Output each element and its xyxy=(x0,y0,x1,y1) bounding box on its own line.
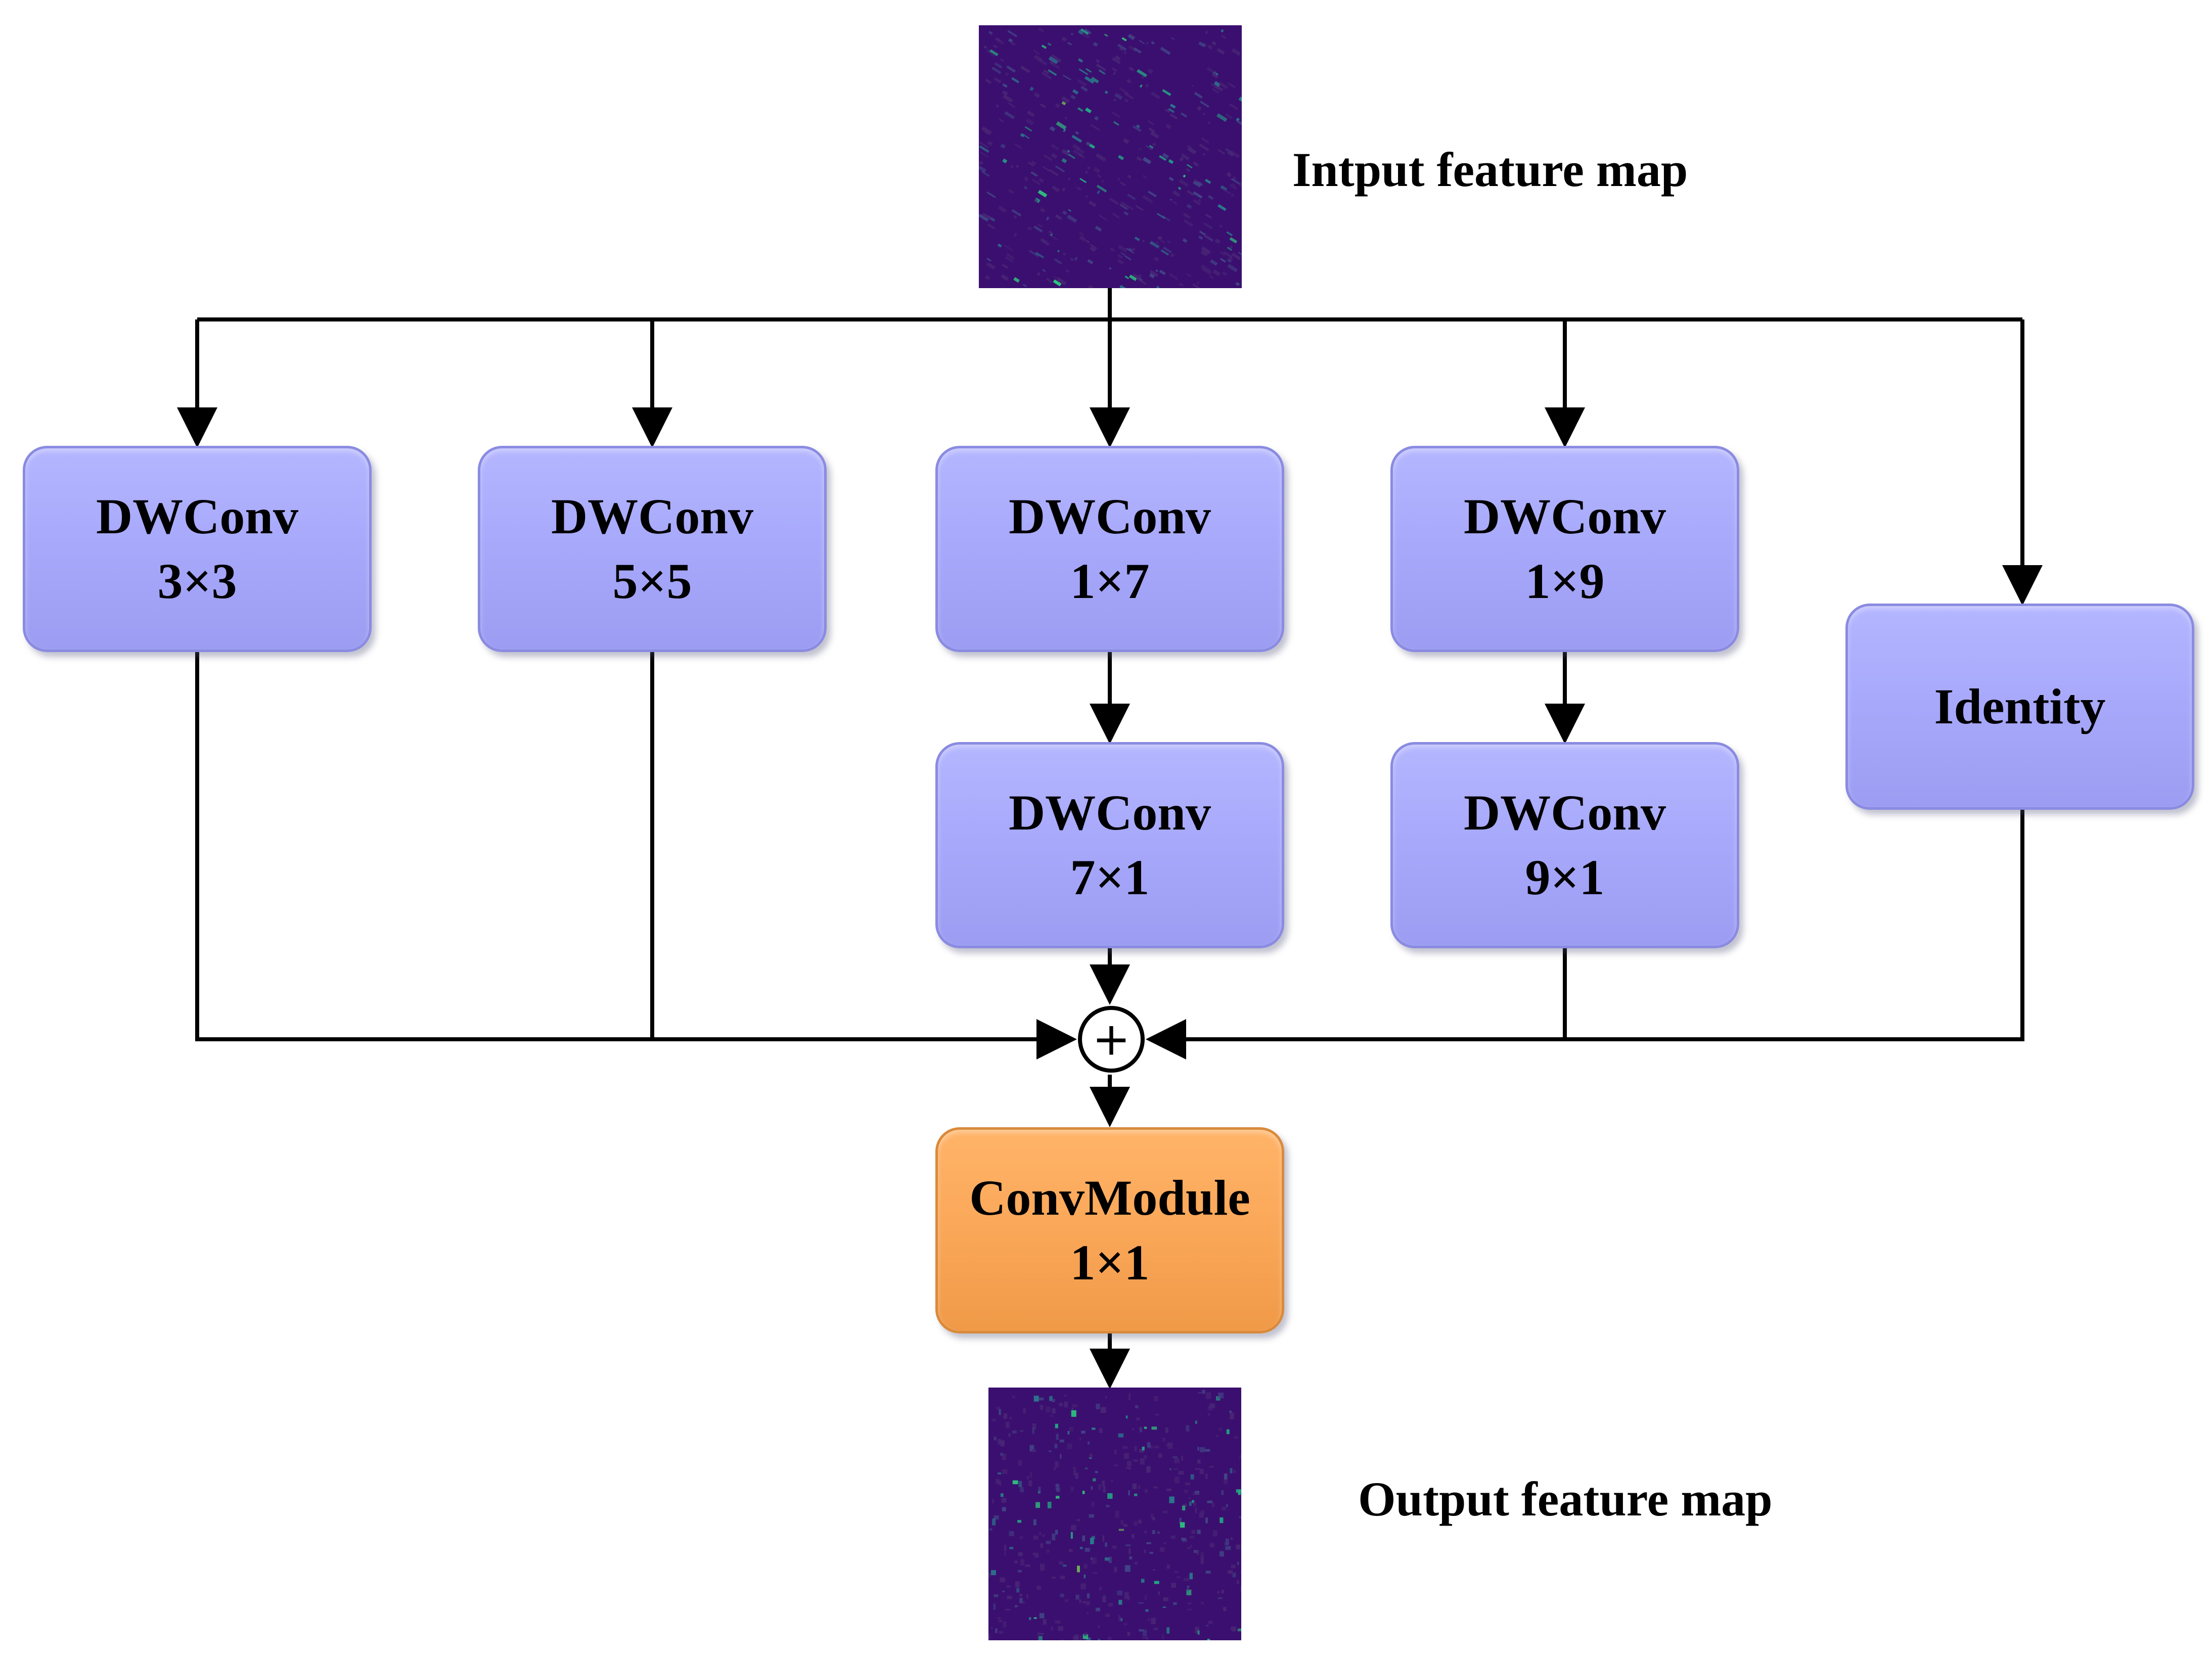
dwconv-1x7-kernel: 1×7 xyxy=(1070,553,1150,609)
identity-title: Identity xyxy=(1934,678,2106,734)
convmodule-kernel: 1×1 xyxy=(1070,1234,1150,1290)
dwconv-3x3-node: DWConv 3×3 xyxy=(23,446,372,652)
input-feature-map-image xyxy=(979,25,1242,288)
dwconv-7x1-node: DWConv 7×1 xyxy=(935,742,1284,948)
sum-node: + xyxy=(1078,1006,1145,1073)
dwconv-9x1-title: DWConv xyxy=(1463,785,1666,841)
convmodule-title: ConvModule xyxy=(969,1170,1250,1226)
dwconv-1x9-node: DWConv 1×9 xyxy=(1390,446,1739,652)
dwconv-7x1-title: DWConv xyxy=(1008,785,1211,841)
dwconv-1x7-title: DWConv xyxy=(1008,488,1211,544)
dwconv-5x5-node: DWConv 5×5 xyxy=(478,446,827,652)
dwconv-3x3-kernel: 3×3 xyxy=(157,553,237,609)
output-feature-map-image xyxy=(988,1388,1241,1640)
input-feature-map-caption: Intput feature map xyxy=(1292,143,1688,197)
sum-symbol: + xyxy=(1092,1013,1130,1066)
output-feature-map-caption: Output feature map xyxy=(1358,1472,1773,1526)
dwconv-5x5-kernel: 5×5 xyxy=(612,553,692,609)
connector-3x3-to-sum xyxy=(195,652,1077,1059)
dwconv-3x3-title: DWConv xyxy=(96,488,299,544)
dwconv-9x1-node: DWConv 9×1 xyxy=(1390,742,1739,948)
dwconv-9x1-kernel: 9×1 xyxy=(1525,849,1605,905)
identity-node: Identity xyxy=(1845,604,2194,810)
connector-identity-to-sum xyxy=(1146,810,2024,1059)
dwconv-7x1-kernel: 7×1 xyxy=(1070,849,1150,905)
convmodule-1x1-node: ConvModule 1×1 xyxy=(935,1127,1284,1333)
dwconv-1x9-kernel: 1×9 xyxy=(1525,553,1605,609)
dwconv-1x7-node: DWConv 1×7 xyxy=(935,446,1284,652)
dwconv-1x9-title: DWConv xyxy=(1463,488,1666,544)
dwconv-5x5-title: DWConv xyxy=(551,488,754,544)
